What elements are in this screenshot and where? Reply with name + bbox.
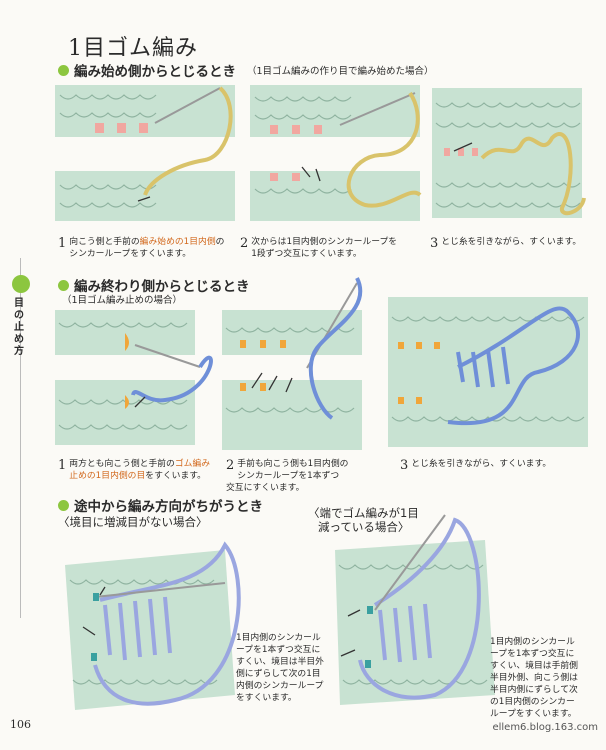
section2-step-2: 2 手前も向こう側も1目内側の シンカーループを1本ずつ 交互にすくいます。	[226, 458, 349, 493]
section1-illustration-1	[55, 85, 235, 221]
sidebar-divider	[20, 258, 21, 618]
needle-icon	[374, 514, 446, 611]
section3-right-subhead-1: 〈端でゴム編みが1目	[308, 506, 419, 520]
needle-icon	[94, 582, 226, 598]
side-label: 目の止め方	[14, 298, 24, 357]
page-number: 106	[10, 718, 31, 731]
section3-right-caption: 1目内側のシンカール ープを1本ずつ交互に すくい、境目は手前側 半目外側、向こ…	[490, 637, 578, 719]
section3-left-subhead: 〈境目に増減目がない場合〉	[58, 515, 208, 529]
section2-note: （1目ゴム編み止めの場合）	[62, 295, 183, 306]
section3-left-caption: 1目内側のシンカール ープを1本ずつ交互に すくい、境目は半目外 側にずらして次…	[236, 633, 324, 703]
knit-fabric-bottom	[55, 171, 235, 221]
section1-step-1: 1 向こう側と手前の編み始めの1目内側の シンカーループをすくいます。	[58, 236, 225, 259]
section2-illustration-3	[388, 297, 588, 447]
section1-note: （1目ゴム編みの作り目で編み始めた場合）	[247, 66, 434, 77]
section2-step-1: 1 両方とも向こう側と手前のゴム編み 止めの1目内側の目をすくいます。	[58, 458, 211, 481]
green-bullet-icon	[58, 499, 69, 511]
section1-illustration-2	[250, 85, 422, 221]
green-bullet-icon	[58, 279, 69, 291]
needle-icon	[154, 87, 221, 124]
section2-step-3: 3 とじ糸を引きながら、すくいます。	[400, 458, 552, 473]
side-tab-marker	[12, 275, 30, 293]
section1-title: 編み始め側からとじるとき	[74, 64, 236, 80]
yarn-strand	[143, 86, 233, 196]
section2-title: 編み終わり側からとじるとき	[74, 279, 250, 295]
section3-illustration-left	[65, 541, 241, 710]
section3-heading: 途中から編み方向がちがうとき	[58, 495, 263, 515]
page-title: 1目ゴム編み	[68, 36, 198, 61]
needle-icon	[134, 344, 201, 368]
section1-heading: 編み始め側からとじるとき （1目ゴム編みの作り目で編み始めた場合）	[58, 60, 434, 80]
green-bullet-icon	[58, 64, 69, 76]
section1-illustration-3	[432, 88, 586, 218]
section1-step-3: 3 とじ糸を引きながら、すくいます。	[430, 236, 582, 251]
section2-illustration-2	[222, 277, 363, 450]
section3-illustration-right	[335, 514, 495, 705]
section2-heading: 編み終わり側からとじるとき	[58, 275, 250, 295]
needle-icon	[339, 92, 416, 126]
section3-title: 途中から編み方向がちがうとき	[74, 499, 263, 515]
footer-url: ellem6.blog.163.com	[492, 722, 598, 733]
section2-illustration-1	[55, 310, 213, 445]
section3-right-subhead-2: 減っている場合〉	[318, 520, 410, 534]
section1-step-2: 2 次からは1目内側のシンカーループを 1段ずつ交互にすくいます。	[240, 236, 398, 259]
yarn-strand	[93, 541, 241, 706]
